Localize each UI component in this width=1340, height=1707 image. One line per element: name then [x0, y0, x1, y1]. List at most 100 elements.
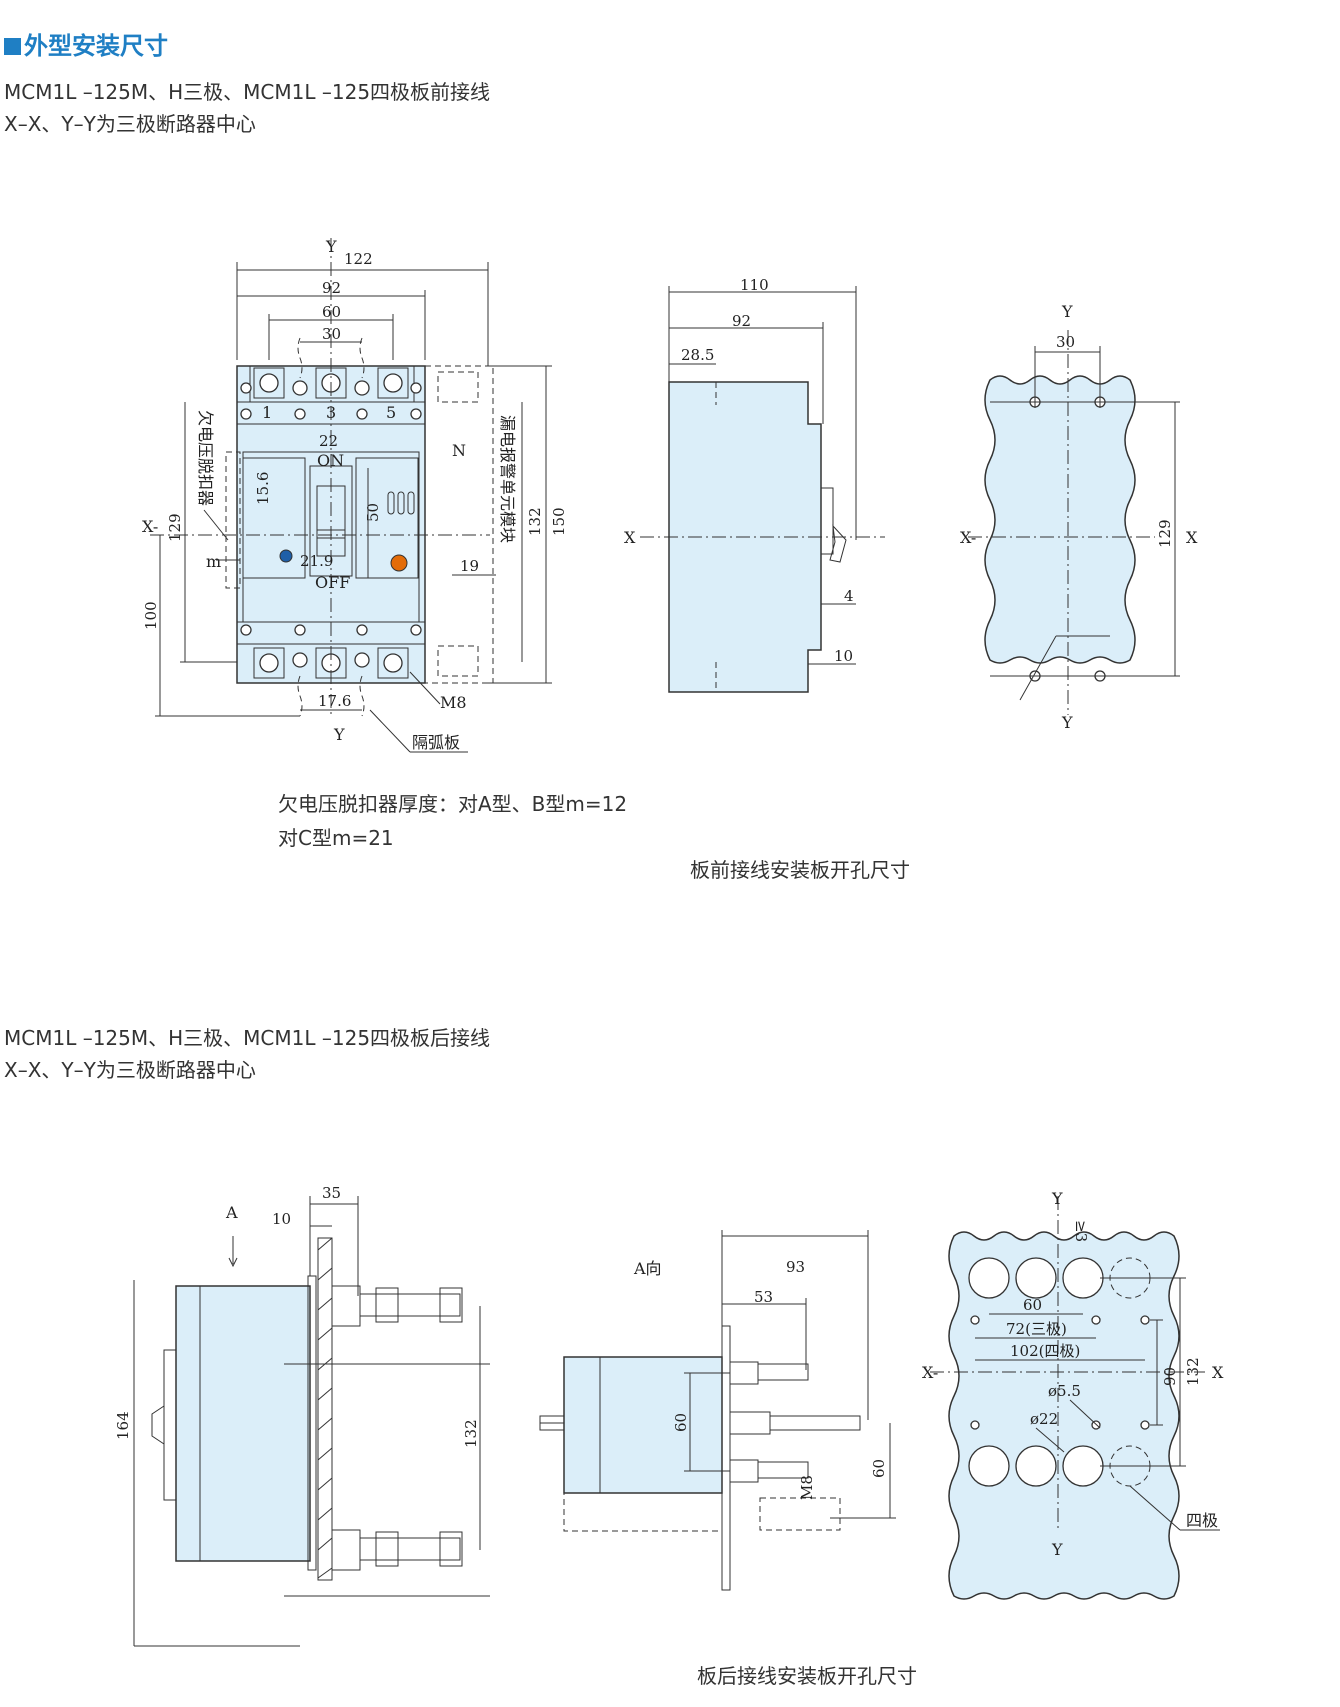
fig6-dim-phi22: ø22	[1030, 1410, 1058, 1428]
fig1-dim-60: 60	[322, 303, 341, 321]
fig5-dim-60-right: 60	[870, 1459, 888, 1478]
fig4-top-stud	[331, 1285, 463, 1327]
fig5-dim-60-left: 60	[672, 1413, 690, 1432]
fig2-dim-28-5: 28.5	[681, 346, 714, 364]
fig3-label-y-bottom: Y	[1061, 713, 1073, 732]
fig1-left-compartment	[242, 457, 306, 579]
fig4-dim-10: 10	[272, 1210, 291, 1228]
fig1-callout-uv: 欠电压脱扣器	[196, 410, 215, 506]
fig1-dim-50: 50	[364, 503, 382, 522]
fig2-dimensions	[668, 286, 857, 665]
fig1-indicator-slots	[387, 491, 415, 515]
fig1-test-button	[390, 554, 408, 572]
fig1-label-y-top: Y	[325, 237, 337, 256]
fig5-dim-53: 53	[754, 1288, 773, 1306]
fig2-side-view: 110 92 28.5 4 10 X	[624, 276, 885, 693]
fig2-dim-4: 4	[844, 587, 854, 605]
fig5-dashed-extension	[563, 1492, 723, 1532]
fig1-dim-22: 22	[319, 432, 338, 450]
fig4-dim-164: 164	[114, 1411, 132, 1440]
fig6-label-x-left: X-	[922, 1363, 938, 1382]
fig6-dim-102: 102(四极)	[1010, 1342, 1080, 1360]
fig2-handle-base	[820, 487, 834, 555]
fig6-terminal-holes	[968, 1257, 1151, 1487]
fig4-mounting-plate	[317, 1237, 333, 1581]
fig2-handle	[829, 524, 847, 563]
fig3-label-x-left: X-	[960, 528, 976, 547]
section1-line2: X–X、Y–Y为三极断路器中心	[4, 112, 256, 136]
fig1-bottom-terminals	[240, 624, 422, 679]
fig1-dim-100: 100	[142, 601, 160, 630]
fig6-label-x-right: X	[1212, 1363, 1224, 1382]
fig2-dim-10: 10	[834, 647, 853, 665]
fig5-studs	[729, 1361, 861, 1483]
fig1-right-compartment	[355, 457, 419, 579]
fig5-mounting-plate	[721, 1325, 731, 1591]
fig1-label-y-bottom: Y	[333, 725, 345, 744]
fig1-label-m8: M8	[440, 693, 467, 712]
fig6-label-y-bottom: Y	[1051, 1540, 1063, 1559]
fig6-dim-132: 132	[1184, 1357, 1202, 1386]
fig1-fourth-pole-dashed	[424, 365, 494, 684]
fig1-label-on: ON	[317, 451, 344, 470]
fig4-bottom-stud	[331, 1529, 463, 1571]
fig6-dim-ge3: ≥3	[1072, 1220, 1090, 1242]
fig1-uv-module-dashed	[225, 451, 241, 589]
fig3-panel	[984, 375, 1136, 664]
fig4-breaker-body	[175, 1285, 311, 1562]
fig1-top-dimensions	[236, 262, 489, 366]
fig1-dim-15-6: 15.6	[254, 472, 272, 505]
section2-caption: 板后接线安装板开孔尺寸	[697, 1664, 917, 1688]
fig6-dim-72: 72(三极)	[1006, 1320, 1067, 1338]
section2-line1: MCM1L –125M、H三极、MCM1L –125四极板后接线	[4, 1026, 491, 1050]
fig1-dim-92: 92	[322, 279, 341, 297]
fig1-label-x: X-	[142, 517, 158, 536]
fig1-callout-alarm: 漏电报警单元模块	[498, 415, 517, 543]
fig4-label-a: A	[225, 1203, 238, 1222]
fig3-dim-30: 30	[1056, 333, 1075, 351]
fig6-screw-holes	[970, 1315, 1150, 1430]
fig1-dim-19: 19	[460, 557, 479, 575]
fig1-blue-button	[279, 549, 293, 563]
fig1-dim-21-9: 21.9	[300, 552, 333, 570]
fig3-front-cutout: Y 30 129 X- X Y	[960, 302, 1198, 732]
fig1-label-n: N	[452, 441, 466, 460]
page-title: 外型安装尺寸	[4, 26, 168, 61]
fig6-callout-four-pole: 四极	[1186, 1511, 1218, 1530]
fig6-panel	[948, 1231, 1180, 1600]
fig1-dim-122: 122	[344, 250, 373, 268]
section1-caption: 板前接线安装板开孔尺寸	[690, 858, 910, 882]
fig3-dim-129: 129	[1156, 519, 1174, 548]
fig5-a-direction-view: A向 93 53 60 60 M8	[539, 1230, 896, 1591]
fig1-alarm-module-dashed	[437, 371, 479, 403]
section2-line2: X–X、Y–Y为三极断路器中心	[4, 1058, 256, 1082]
fig5-label-a-dir: A向	[633, 1259, 662, 1278]
fig3-label-x-right: X	[1186, 528, 1198, 547]
fig6-dim-60: 60	[1023, 1296, 1042, 1314]
fig4-dim-132: 132	[462, 1419, 480, 1448]
fig4-plate-hatch	[317, 1237, 333, 1579]
fig1-terminal-1: 1	[262, 403, 272, 422]
fig5-dim-m8: M8	[798, 1475, 816, 1500]
fig1-dim-150: 150	[550, 507, 568, 536]
fig1-terminal-3: 3	[326, 403, 336, 422]
fig6-rear-cutout: Y ≥3 60 72(三极) 102(四极) 90 132 ø5.5 ø22 X…	[922, 1189, 1224, 1600]
fig6-label-y-top: Y	[1051, 1189, 1063, 1208]
fig5-dim-93: 93	[786, 1258, 805, 1276]
fig1-dim-17-6: 17.6	[318, 692, 351, 710]
fig1-dim-30: 30	[322, 325, 341, 343]
title-text: 外型安装尺寸	[24, 32, 168, 60]
fig1-label-m: m	[206, 552, 221, 571]
fig3-label-y-top: Y	[1061, 302, 1073, 321]
section1-line1: MCM1L –125M、H三极、MCM1L –125四极板前接线	[4, 80, 491, 104]
fig1-label-off: OFF	[315, 573, 350, 592]
section1-note1: 欠电压脱扣器厚度：对A型、B型m=12	[278, 792, 628, 816]
fig2-label-x: X	[624, 528, 636, 547]
fig5-breaker-body	[563, 1356, 723, 1494]
fig1-callout-arc: 隔弧板	[412, 733, 460, 752]
fig1-dim-129: 129	[166, 513, 184, 542]
fig1-dim-132: 132	[526, 507, 544, 536]
fig6-dim-90: 90	[1161, 1367, 1179, 1386]
fig6-dim-phi5-5: ø5.5	[1048, 1382, 1081, 1400]
